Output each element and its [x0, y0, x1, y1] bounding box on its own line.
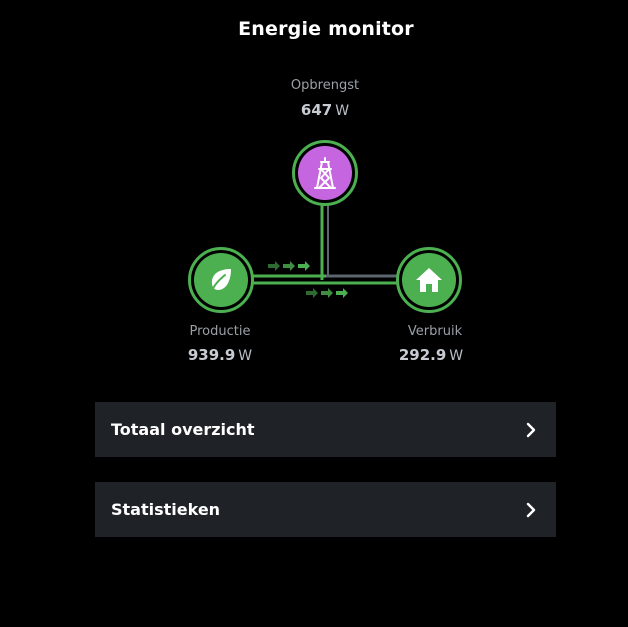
menu-item-totaal-overzicht[interactable]: Totaal overzicht	[95, 402, 556, 457]
chevron-right-icon	[522, 421, 540, 439]
menu-item-statistieken[interactable]: Statistieken	[95, 482, 556, 537]
consumption-value-unit: W	[449, 348, 464, 364]
flow-arrow	[283, 261, 295, 271]
flow-arrow	[268, 261, 280, 271]
consumption-node[interactable]	[396, 247, 462, 313]
menu-item-label: Totaal overzicht	[111, 420, 255, 439]
grid-label: Opbrengst	[290, 78, 360, 93]
grid-node-fill	[298, 146, 352, 200]
production-value-unit: W	[238, 348, 253, 364]
page-title: Energie monitor	[238, 18, 414, 40]
flow-arrow	[321, 288, 333, 298]
power-tower-icon	[314, 157, 336, 189]
leaf-icon	[210, 269, 231, 293]
flow-arrow	[336, 288, 348, 298]
production-node[interactable]	[188, 247, 254, 313]
energy-flow-diagram	[252, 204, 398, 298]
grid-value-number: 647	[300, 101, 333, 119]
flow-arrow	[306, 288, 318, 298]
flow-arrows-to-house	[306, 288, 348, 298]
chevron-right-icon	[522, 501, 540, 519]
grid-value-unit: W	[335, 103, 350, 119]
flow-arrows-to-grid	[268, 261, 310, 271]
consumption-value-number: 292.9	[398, 346, 447, 364]
grid-node[interactable]	[292, 140, 358, 206]
house-icon	[416, 268, 442, 292]
production-node-fill	[194, 253, 248, 307]
menu-item-label: Statistieken	[111, 500, 221, 519]
consumption-node-fill	[402, 253, 456, 307]
consumption-label: Verbruik	[407, 324, 463, 339]
production-value-number: 939.9	[187, 346, 236, 364]
production-label: Productie	[189, 324, 251, 339]
flow-arrow	[298, 261, 310, 271]
